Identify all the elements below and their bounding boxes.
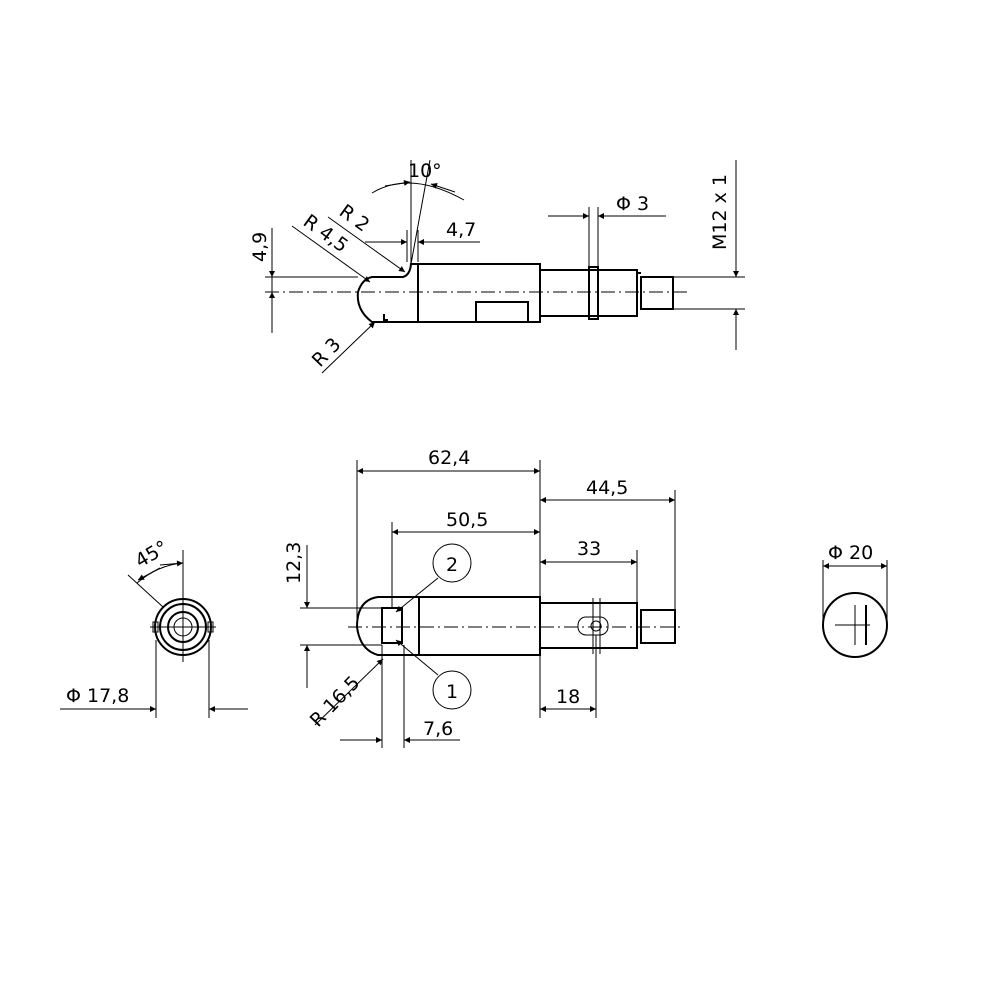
dim-4-9: 4,9 [249,232,271,262]
end-view: 45° Φ 17,8 [60,536,248,718]
dim-62-4: 62,4 [428,447,470,469]
dim-phi-20: Φ 20 [828,542,873,564]
dim-thread-m12: M12 x 1 [709,174,731,250]
dim-angle-10: 10° [408,160,442,182]
dim-phi-17-8: Φ 17,8 [66,685,129,707]
balloon-1 [432,670,472,710]
dim-4-7: 4,7 [446,219,476,241]
dim-phi-3: Φ 3 [616,193,649,215]
balloon-2-label: 2 [446,554,458,576]
dim-44-5: 44,5 [586,477,628,499]
dim-12-3: 12,3 [283,542,305,584]
dim-18: 18 [556,686,580,708]
balloon-1-label: 1 [446,681,458,703]
dim-50-5: 50,5 [446,509,488,531]
dim-7-6: 7,6 [423,718,453,740]
front-view: Φ 20 [822,542,888,658]
dim-r-3: R 3 [308,334,346,372]
top-view: 4,9 R 4,5 R 2 4,7 10° R 3 Φ 3 M12 x 1 [249,159,745,374]
dim-r-16-5: R 16,5 [306,672,365,732]
dim-33: 33 [577,538,601,560]
side-view: 62,4 44,5 50,5 33 12,3 R 16,5 7,6 18 [283,447,682,748]
balloon-2 [432,543,472,583]
